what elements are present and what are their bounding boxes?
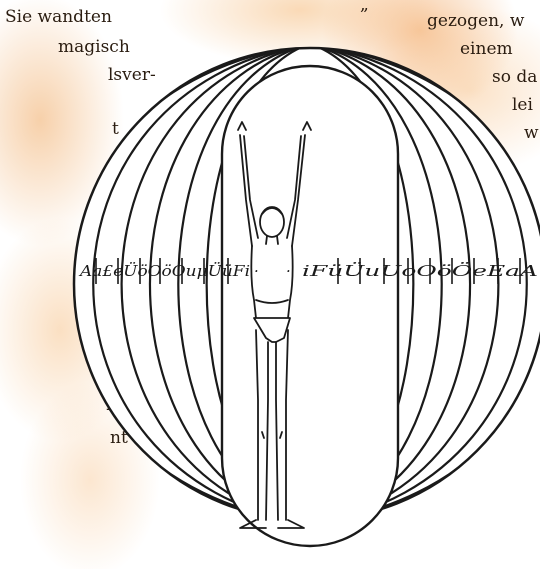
vowel-band-right: iFüÜuUoOöÖeEaA — [302, 262, 538, 280]
vowel-band-left: Aa£eÜöOöOuμÜüFi — [78, 262, 250, 280]
body-capsule — [222, 66, 398, 546]
vowel-dot-left: · — [254, 262, 259, 280]
vowel-dot-right: · — [286, 262, 291, 280]
